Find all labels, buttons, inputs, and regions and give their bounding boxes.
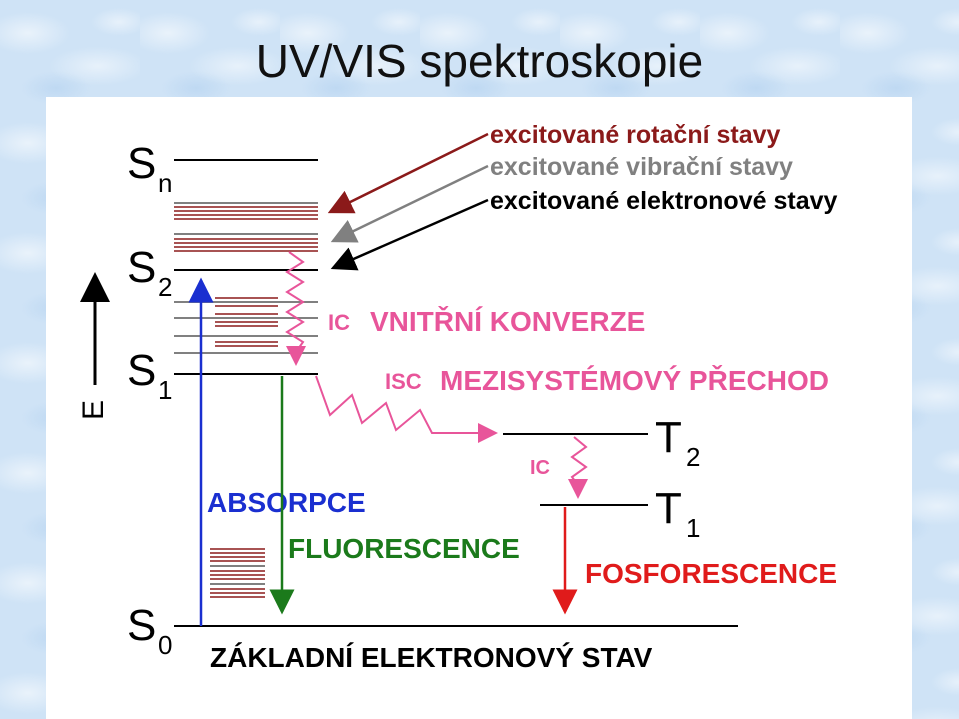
isc-abbreviation: ISC <box>385 369 422 394</box>
svg-text:T: T <box>655 413 682 462</box>
slide-title: UV/VIS spektroskopie <box>255 35 704 87</box>
isc-label: MEZISYSTÉMOVÝ PŘECHOD <box>440 365 829 396</box>
svg-text:2: 2 <box>686 442 700 472</box>
legend-rotational: excitované rotační stavy <box>490 121 781 149</box>
level-label-t2: T 2 <box>655 413 700 472</box>
electronic-pointer <box>330 198 489 271</box>
ic-triplet-abbreviation: IC <box>530 457 550 479</box>
legend-vibrational: excitované vibrační stavy <box>490 153 793 181</box>
energy-axis: E <box>77 272 110 420</box>
level-label-s2: S 2 <box>127 243 172 302</box>
diagram-panel <box>46 97 912 719</box>
rotational-band-sn <box>174 202 318 252</box>
svg-text:1: 1 <box>686 513 700 543</box>
level-label-sn: S n <box>127 139 172 198</box>
vibrational-pointer <box>330 164 489 243</box>
ground-state-label: ZÁKLADNÍ ELEKTRONOVÝ STAV <box>210 642 653 673</box>
absorption-label: ABSORPCE <box>207 487 366 518</box>
legend-arrows <box>327 132 489 271</box>
svg-text:2: 2 <box>158 272 172 302</box>
svg-text:S: S <box>127 601 156 650</box>
svg-text:T: T <box>655 484 682 533</box>
fluorescence-label: FLUORESCENCE <box>288 533 520 564</box>
energy-axis-label: E <box>77 400 110 420</box>
phosphorescence-label: FOSFORESCENCE <box>585 558 837 589</box>
svg-text:n: n <box>158 168 172 198</box>
electronic-levels <box>174 159 738 627</box>
internal-conversion-arrow <box>285 251 306 366</box>
level-label-s1: S 1 <box>127 346 172 405</box>
level-label-s0: S 0 <box>127 601 172 660</box>
rotational-pointer <box>327 132 489 214</box>
legend-electronic: excitované elektronové stavy <box>490 187 837 215</box>
svg-text:S: S <box>127 139 156 188</box>
ic-label: VNITŘNÍ KONVERZE <box>370 306 645 337</box>
ic-abbreviation: IC <box>328 310 350 335</box>
svg-text:S: S <box>127 243 156 292</box>
internal-conversion-triplet-arrow <box>568 436 588 499</box>
level-label-t1: T 1 <box>655 484 700 543</box>
intersystem-crossing-arrow <box>315 375 498 443</box>
svg-text:1: 1 <box>158 375 172 405</box>
svg-text:0: 0 <box>158 630 172 660</box>
rotational-band-s0 <box>210 548 265 598</box>
svg-text:S: S <box>127 346 156 395</box>
